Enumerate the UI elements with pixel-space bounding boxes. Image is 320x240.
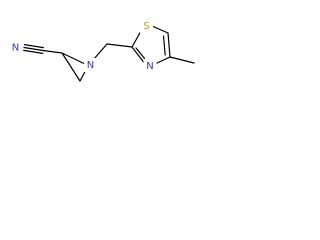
nitrile-n-label: N <box>12 43 19 54</box>
thiazole-bond-c4-n <box>154 56 171 65</box>
thiazole-bond-n-c2 <box>131 46 146 65</box>
aziridine-nitrogen-atom: N <box>84 58 97 72</box>
thiazole-bond-c5-c4-inner <box>162 35 166 56</box>
thiazole-s-label: S <box>143 21 149 32</box>
nitrile-nitrogen-atom: N <box>9 40 22 54</box>
thiazole-bond-c5-c4 <box>167 32 171 58</box>
aziridine-bond-c2-c3 <box>61 52 81 82</box>
structure-diagram: N N S N <box>9 19 195 82</box>
aziridine-n-label: N <box>87 60 94 71</box>
aziridine-bond-c2-n <box>61 52 86 65</box>
thiazole-bond-n-c2-inner <box>135 47 146 60</box>
thiazole-sulfur-atom: S <box>140 19 153 33</box>
thiazole-bond-c2-s <box>131 30 142 48</box>
molecule-canvas: N N S N <box>0 0 217 109</box>
nitrile-triple-bond-1 <box>23 46 44 52</box>
bond-methylene-to-thiazole <box>106 43 133 48</box>
thiazole-bond-s-c5 <box>151 25 169 34</box>
bond-n-to-methylene <box>93 43 108 60</box>
nitrile-triple-bond-2 <box>23 43 45 49</box>
bond-nitrile-to-ring <box>42 49 63 54</box>
nitrile-triple-bond-3 <box>23 49 44 55</box>
thiazole-n-label: N <box>146 61 153 72</box>
thiazole-nitrogen-atom: N <box>143 59 157 73</box>
bond-methyl <box>169 56 195 64</box>
